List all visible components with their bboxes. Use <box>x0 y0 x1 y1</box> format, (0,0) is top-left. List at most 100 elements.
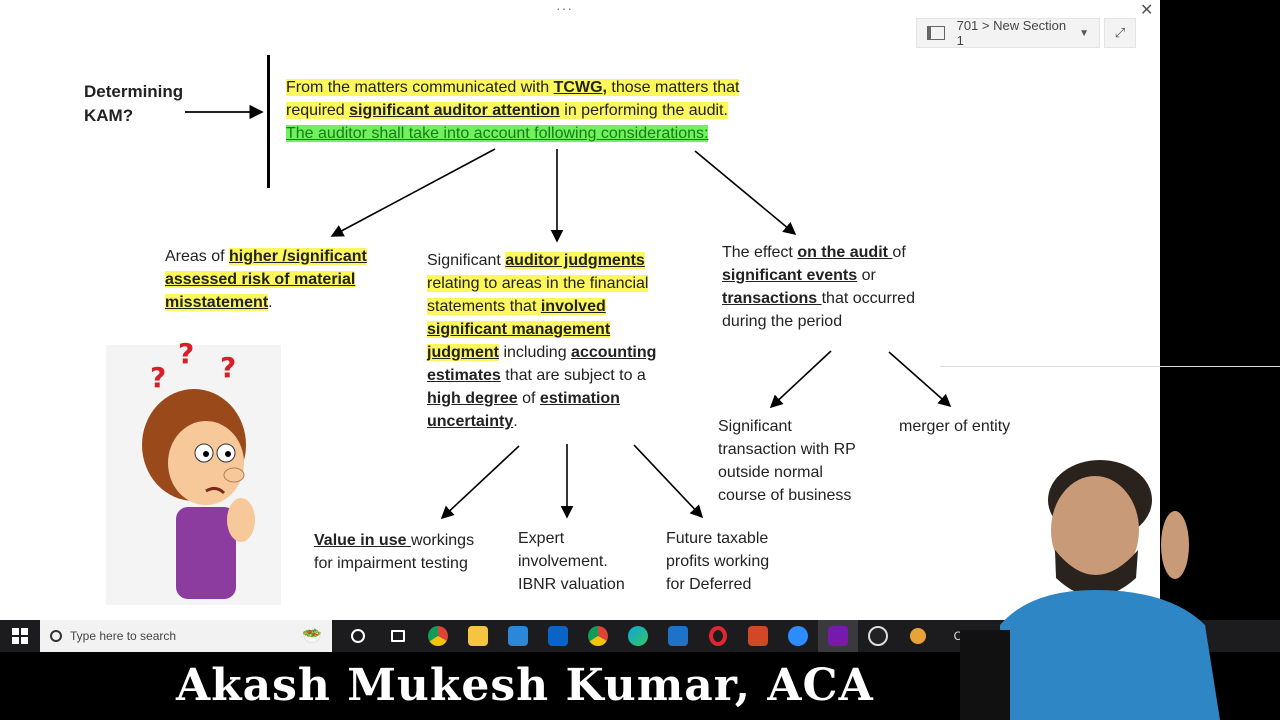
node-rp-text: Significant <box>718 418 792 435</box>
food-bowl-icon: 🥗 <box>302 628 322 645</box>
intro-text-part: From the matters communicated with <box>286 79 554 96</box>
arrow-to-rp <box>769 350 832 409</box>
intro-text-part: those matters that <box>606 79 740 96</box>
tray-text-button[interactable]: C <box>938 620 978 652</box>
svg-text:?: ? <box>178 337 194 370</box>
powerpoint-button[interactable] <box>738 620 778 652</box>
tray-text: C <box>953 629 963 643</box>
node-effect-text: of <box>892 244 906 261</box>
onenote-button[interactable] <box>818 620 858 652</box>
node-risk-text: higher /significant <box>229 248 367 265</box>
section-label: 701 > New Section 1 <box>956 18 1067 48</box>
bracket-bar <box>267 55 270 188</box>
node-value-text: for impairment testing <box>314 555 468 572</box>
page-divider <box>940 366 1280 367</box>
cortana-icon <box>351 629 365 643</box>
mail-button[interactable] <box>538 620 578 652</box>
node-future-profits: Future taxable profits working for Defer… <box>666 527 769 596</box>
start-button[interactable] <box>0 620 40 652</box>
node-rp-text: outside normal <box>718 464 823 481</box>
node-judgment-text: of <box>517 390 540 407</box>
diagram-arrows <box>185 104 952 520</box>
node-judgment-text: auditor judgments <box>505 252 645 269</box>
presenter-webcam <box>960 460 1220 720</box>
node-future-text: Future taxable <box>666 530 769 547</box>
svg-text:?: ? <box>220 351 236 384</box>
considerations-line: The auditor shall take into account foll… <box>286 125 709 142</box>
taskbar-search-box[interactable]: Type here to search 🥗 <box>40 620 332 652</box>
node-future-text: for Deferred <box>666 576 752 593</box>
close-icon[interactable]: ✕ <box>1140 2 1154 19</box>
node-rp-transaction: Significant transaction with RP outside … <box>718 415 856 507</box>
node-merger: merger of entity <box>899 415 1010 438</box>
mail-icon <box>548 626 568 646</box>
zoom-icon <box>788 626 808 646</box>
node-judgment-text: including <box>499 344 572 361</box>
edge-icon <box>628 626 648 646</box>
more-options-icon[interactable]: ··· <box>556 0 573 16</box>
node-judgment-text: statements that <box>427 298 541 315</box>
node-judgment-text: that are subject to a <box>500 367 646 384</box>
opera-button[interactable] <box>698 620 738 652</box>
node-effect-text: on the audit <box>797 244 893 261</box>
windows-icon <box>12 628 28 644</box>
zoom-button[interactable] <box>778 620 818 652</box>
obs-button[interactable] <box>858 620 898 652</box>
node-expert: Expert involvement. IBNR valuation <box>518 527 625 596</box>
node-risk-text: assessed risk of material <box>165 271 356 288</box>
node-expert-text: Expert <box>518 530 565 547</box>
photos-button[interactable] <box>658 620 698 652</box>
task-view-button[interactable] <box>378 620 418 652</box>
edge-button[interactable] <box>618 620 658 652</box>
thinking-girl-illustration: ? ? ? <box>106 337 281 605</box>
chrome-icon <box>588 626 608 646</box>
store-icon <box>508 626 528 646</box>
weather-button[interactable] <box>898 620 938 652</box>
node-effect-text: The effect <box>722 244 798 261</box>
presenter-name: Akash Mukesh Kumar, ACA <box>176 660 874 711</box>
node-judgment-text: uncertainty <box>427 413 514 430</box>
obs-icon <box>868 626 888 646</box>
node-judgment-text: estimates <box>427 367 501 384</box>
folder-icon <box>468 626 488 646</box>
opera-icon <box>709 626 727 646</box>
photos-icon <box>668 626 688 646</box>
task-view-icon <box>391 630 405 642</box>
node-judgment-text: judgment <box>427 344 499 361</box>
node-judgment-text: Significant <box>427 252 506 269</box>
chrome-taskbar-button-2[interactable] <box>578 620 618 652</box>
cortana-button[interactable] <box>338 620 378 652</box>
file-explorer-button[interactable] <box>458 620 498 652</box>
node-judgment-text: accounting <box>571 344 657 361</box>
arrow-to-future <box>633 444 704 519</box>
kam-heading-line1: Determining <box>84 82 184 101</box>
node-judgment-text: involved <box>540 298 606 315</box>
node-value-in-use: Value in use workings for impairment tes… <box>314 529 474 575</box>
expand-button[interactable]: ⤢ <box>1104 18 1136 48</box>
node-expert-text: involvement. <box>518 553 608 570</box>
node-risk-text: . <box>268 294 273 311</box>
notebook-icon <box>927 26 945 40</box>
weather-icon <box>910 628 926 644</box>
chrome-taskbar-button[interactable] <box>418 620 458 652</box>
arrow-to-effect <box>694 150 797 236</box>
intro-text-part: required <box>286 102 350 119</box>
node-effect-text: significant events <box>722 267 858 284</box>
node-rp-text: course of business <box>718 487 852 504</box>
node-judgment-text: . <box>513 413 518 430</box>
chevron-down-icon: ▼ <box>1079 27 1089 39</box>
node-effect-text: that occurred <box>821 290 915 307</box>
arrow-to-value <box>440 445 520 520</box>
onenote-page-canvas[interactable]: ··· ✕ 701 > New Section 1 ▼ ⤢ Determinin… <box>0 0 1160 620</box>
expand-icon: ⤢ <box>1114 25 1126 40</box>
node-future-text: profits working <box>666 553 770 570</box>
intro-text: From the matters communicated with TCWG,… <box>286 76 740 145</box>
svg-text:?: ? <box>150 361 166 394</box>
node-judgment-text: high degree <box>427 390 518 407</box>
node-judgment-text: estimation <box>539 390 620 407</box>
section-selector-button[interactable]: 701 > New Section 1 ▼ <box>916 18 1100 48</box>
node-effect-text: transactions <box>722 290 822 307</box>
store-button[interactable] <box>498 620 538 652</box>
significant-attention-term: significant auditor attention <box>349 102 560 119</box>
node-judgment-text: relating to areas in the financial <box>427 275 649 292</box>
